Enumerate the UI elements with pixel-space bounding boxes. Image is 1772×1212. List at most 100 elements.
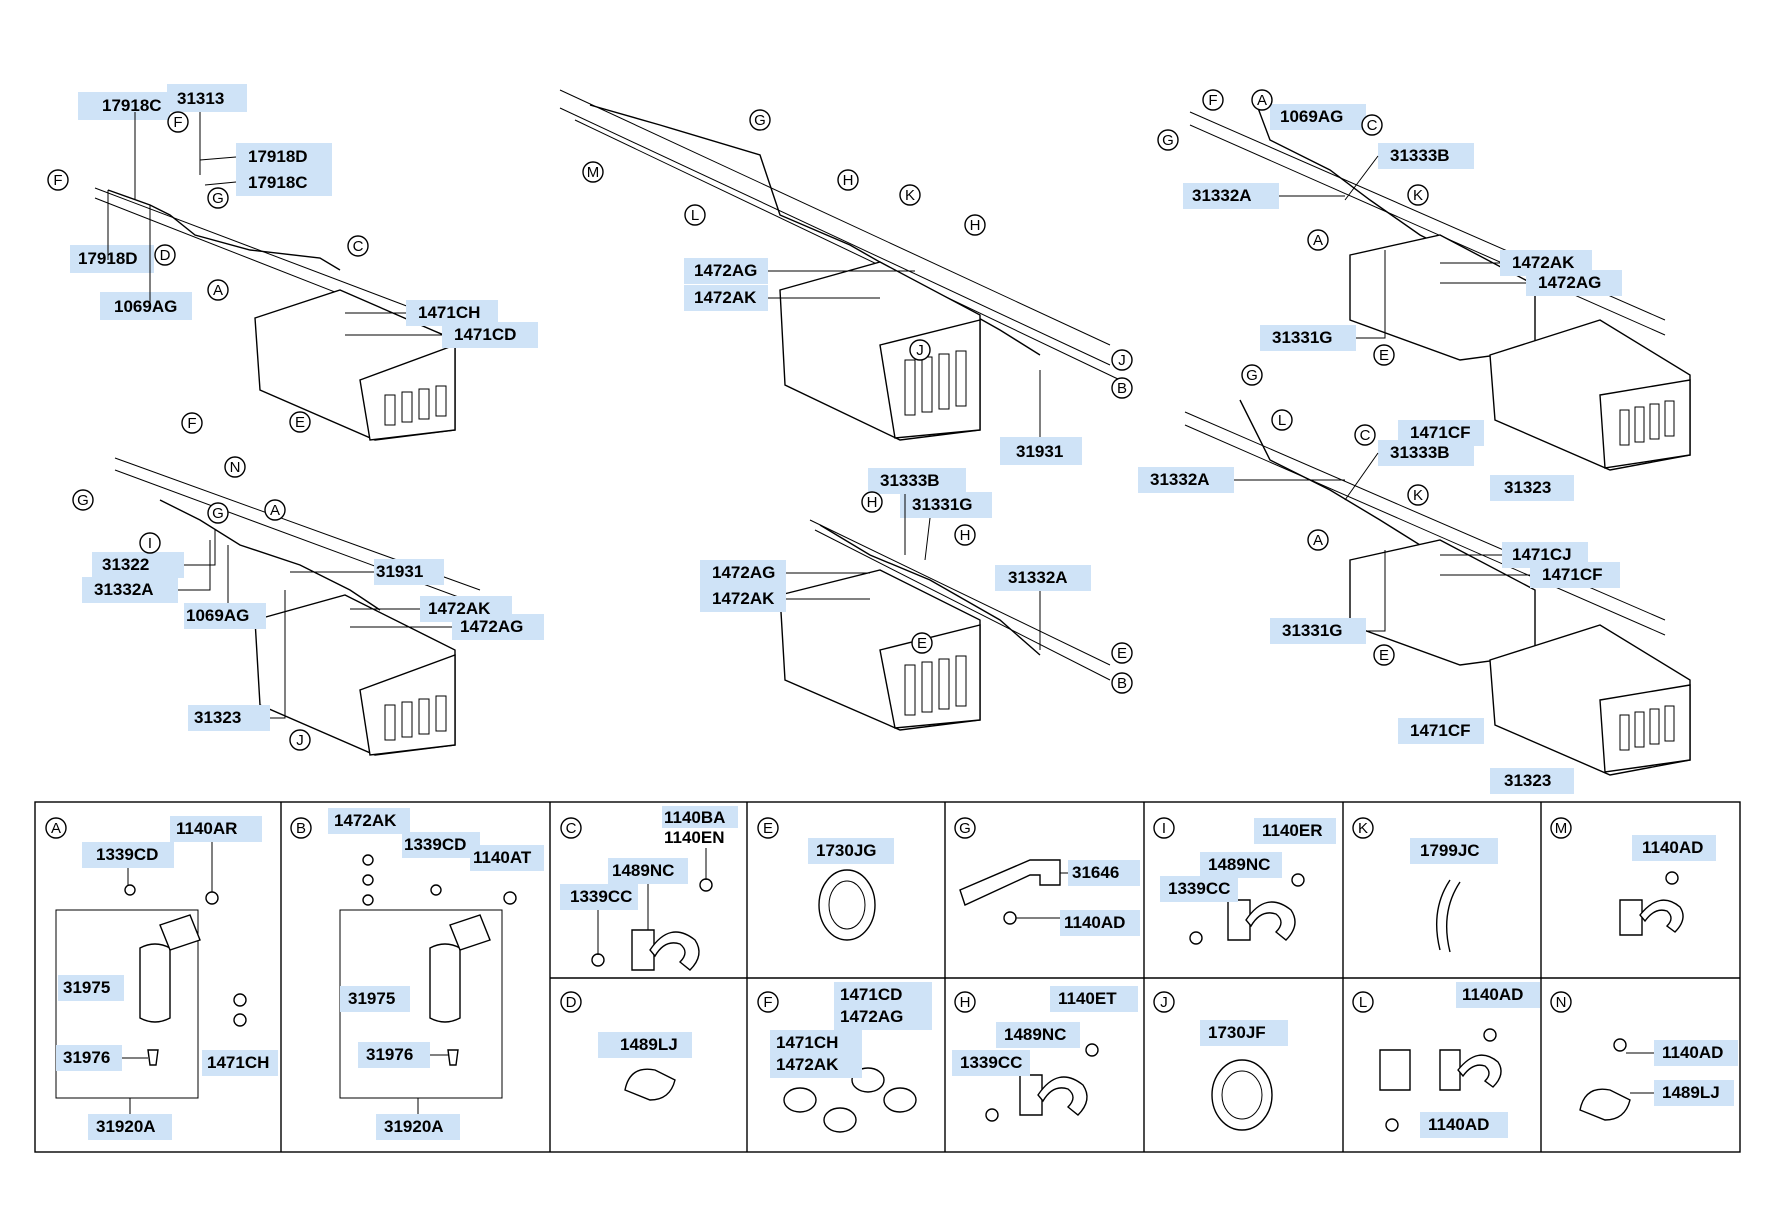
part-label: 1489NC [612,861,674,880]
svg-text:G: G [959,820,971,837]
part-label: 1472AK [428,599,491,618]
svg-text:J: J [1118,352,1126,369]
part-label: 1069AG [114,297,177,316]
svg-text:D: D [160,247,171,264]
part-label: 31313 [177,89,224,108]
part-label: 31931 [376,562,423,581]
detail-cell-L: L 1140AD 1140AD [1352,982,1540,1138]
svg-text:G: G [212,505,224,522]
part-label: 1339CD [96,845,158,864]
svg-text:I: I [148,535,152,552]
svg-text:E: E [295,414,305,431]
part-label: 1140EN [664,828,725,847]
part-label: 31332A [1150,470,1210,489]
detail-cell-B: B 1472AK 1339CD 1140AT 31975 31976 31920… [290,808,544,1140]
svg-text:M: M [1555,820,1568,837]
svg-text:G: G [1246,367,1258,384]
part-label: 1339CC [960,1053,1022,1072]
detail-cell-H: H 1140ET 1489NC 1339CC [952,986,1138,1122]
part-label: 31323 [194,708,241,727]
svg-text:F: F [1208,92,1217,109]
part-label: 1472AG [694,261,757,280]
part-label: 31920A [384,1117,444,1136]
part-label: 31975 [63,978,110,997]
letter-callouts: F F G D C A E G M L H K H J J B F A G C … [47,89,1429,751]
part-label: 1489LJ [1662,1083,1720,1102]
svg-text:E: E [763,820,773,837]
svg-text:A: A [51,820,61,837]
detail-cell-M: M 1140AD [1550,817,1716,936]
part-label: 1489LJ [620,1035,678,1054]
part-label: 1140AT [473,848,532,867]
frame-rails [94,89,1666,681]
svg-text:F: F [187,415,196,432]
detail-cell-N: N 1140AD 1489LJ [1550,991,1738,1121]
part-label: 1472AG [460,617,523,636]
part-label: 31333B [1390,146,1450,165]
detail-table-grid [34,801,1741,1153]
detail-cell-F: F 1471CD 1472AG 1471CH 1472AK [757,982,932,1133]
group6-labels: 31333B 31332A 1471CJ 1471CF 31331G 1471C… [1138,440,1620,794]
part-label: 1471CD [454,325,516,344]
part-label: 1140AR [176,819,237,838]
part-label: 31333B [1390,443,1450,462]
part-label: 1471CD [840,985,902,1004]
part-label: 1472AK [776,1055,839,1074]
part-label: 1472AG [712,563,775,582]
part-label: 1472AG [1538,273,1601,292]
detail-cell-G: G 31646 1140AD [954,817,1140,936]
part-label: 1140AD [1428,1115,1489,1134]
part-label: 31333B [880,471,940,490]
svg-text:A: A [270,502,280,519]
svg-text:F: F [173,114,182,131]
svg-text:A: A [1313,232,1323,249]
part-label: 31332A [1192,186,1252,205]
svg-text:K: K [1413,187,1423,204]
svg-text:C: C [1367,117,1378,134]
part-label: 1339CD [404,835,466,854]
part-label: 1471CF [1410,721,1470,740]
part-label: 1140AD [1462,985,1523,1004]
svg-text:B: B [1117,675,1127,692]
part-label: 31976 [63,1048,110,1067]
svg-text:B: B [296,820,306,837]
part-label: 17918C [248,173,308,192]
part-label: 31323 [1504,478,1551,497]
part-label: 1140AD [1662,1043,1723,1062]
part-label: 31322 [102,555,149,574]
part-label: 31975 [348,989,395,1008]
part-label: 1471CJ [1512,545,1572,564]
part-label: 1339CC [1168,879,1230,898]
part-label: 1069AG [1280,107,1343,126]
part-label: 1069AG [186,606,249,625]
detail-cell-E: E 1730JG [757,817,894,941]
svg-text:L: L [1278,412,1286,429]
part-label: 1471CF [1542,565,1602,584]
svg-text:G: G [212,190,224,207]
svg-text:G: G [754,112,766,129]
part-label: 31331G [1272,328,1333,347]
svg-text:A: A [213,282,223,299]
detail-cell-J: J 1730JF [1153,991,1288,1131]
svg-text:H: H [960,527,971,544]
svg-text:N: N [230,459,241,476]
detail-cell-I: I 1140ER 1489NC 1339CC [1153,817,1336,945]
fuel-tanks [254,234,1691,776]
part-label: 31331G [912,495,973,514]
svg-text:E: E [1379,347,1389,364]
part-label: 1472AK [694,288,757,307]
svg-text:K: K [1358,820,1368,837]
svg-text:C: C [566,820,577,837]
svg-text:L: L [691,207,699,224]
group3-labels: 1069AG 31333B 31332A 1472AK 1472AG 31331… [1183,104,1622,501]
svg-text:H: H [970,217,981,234]
svg-text:J: J [916,342,924,359]
part-label: 1730JF [1208,1023,1266,1042]
svg-text:C: C [1360,427,1371,444]
part-label: 1471CH [207,1053,269,1072]
svg-text:J: J [296,732,304,749]
part-label: 1339CC [570,887,632,906]
part-label: 31920A [96,1117,156,1136]
svg-text:H: H [960,994,971,1011]
svg-text:F: F [53,172,62,189]
